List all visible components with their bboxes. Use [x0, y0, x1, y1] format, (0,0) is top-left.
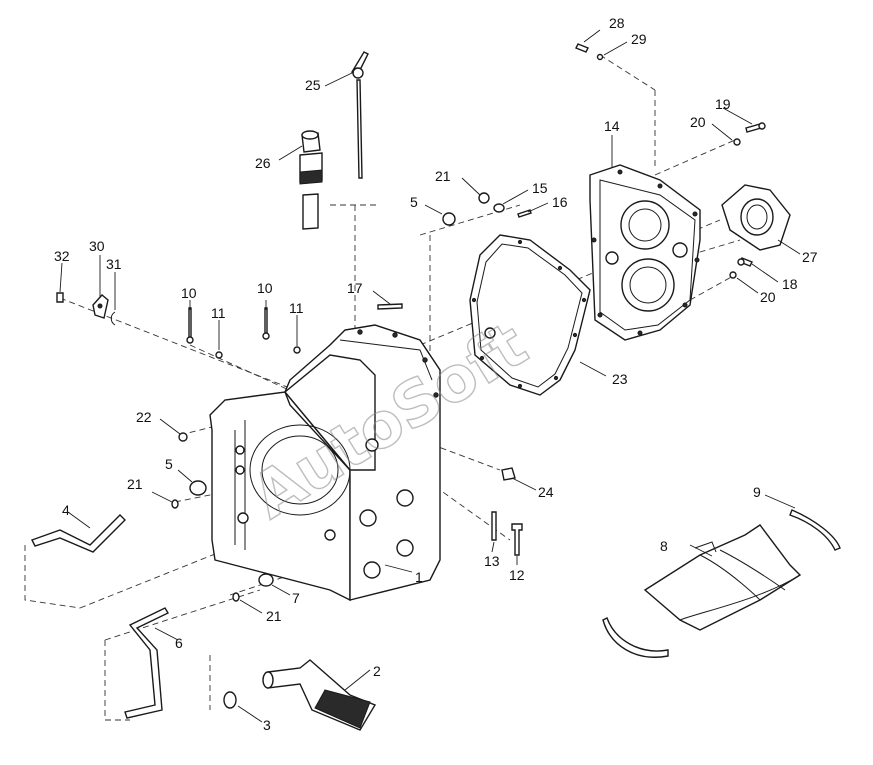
part-26-filler-tube: [299, 130, 323, 230]
callout-1: 1: [415, 569, 423, 585]
callout-21b: 21: [435, 168, 451, 184]
part-9-half-rings: [602, 509, 841, 658]
callout-11b: 11: [289, 300, 304, 316]
callout-28: 28: [609, 15, 625, 31]
callout-labels: 1 2 3 4 5 5 6 7 8 9 10 10 11 11 12 13 14…: [54, 15, 818, 733]
callout-22: 22: [136, 409, 152, 425]
callout-2: 2: [373, 663, 381, 679]
part-21-ring-bottom: [232, 592, 240, 602]
part-14-end-cover: [589, 164, 701, 341]
leader-lines: [59, 29, 801, 723]
callout-17: 17: [347, 280, 363, 296]
callout-19: 19: [715, 96, 731, 112]
part-13-pin: [491, 511, 497, 541]
part-22-plug: [178, 432, 188, 442]
part-16-pin: [517, 209, 532, 218]
part-19-screw: [745, 122, 766, 133]
callout-5b: 5: [410, 194, 418, 210]
callout-10a: 10: [181, 285, 197, 301]
part-7-plug: [258, 573, 274, 587]
callout-32: 32: [54, 248, 70, 264]
part-11-ring-a: [215, 351, 223, 359]
callout-29: 29: [631, 31, 647, 47]
callout-31: 31: [106, 256, 122, 272]
callout-23: 23: [612, 371, 628, 387]
callout-6: 6: [175, 635, 183, 651]
callout-7: 7: [292, 590, 300, 606]
part-3-ring: [223, 691, 237, 709]
callout-21c: 21: [266, 608, 282, 624]
part-5-plug-left: [189, 480, 207, 496]
callout-9: 9: [753, 484, 761, 500]
callout-24: 24: [538, 484, 554, 500]
callout-25: 25: [305, 77, 321, 93]
callout-30: 30: [89, 238, 105, 254]
part-20-washer-bottom: [729, 271, 737, 279]
callout-14: 14: [604, 118, 620, 134]
callout-4: 4: [62, 502, 70, 518]
part-31-clip: [110, 311, 116, 326]
part-5-plug-top: [442, 212, 456, 226]
part-21-ring-left: [171, 499, 179, 509]
part-6-bent-tube: [124, 607, 169, 719]
part-24-bolt: [501, 467, 516, 481]
part-2-elbow-tube: [262, 659, 377, 731]
callout-3: 3: [263, 717, 271, 733]
callout-26: 26: [255, 155, 271, 171]
part-30-bracket: [92, 294, 109, 319]
part-8-cover: [643, 524, 802, 631]
part-15-plug: [493, 203, 505, 213]
part-18-screw: [737, 257, 753, 267]
callout-20a: 20: [690, 114, 706, 130]
callout-20b: 20: [760, 289, 776, 305]
part-17-pin: [377, 303, 403, 310]
callout-10b: 10: [257, 280, 273, 296]
part-23-gasket: [469, 234, 591, 396]
part-25-dipstick: [350, 51, 369, 179]
callout-27: 27: [802, 249, 818, 265]
callout-8: 8: [660, 538, 668, 554]
callout-16: 16: [552, 194, 568, 210]
part-27-bearing-cap: [721, 184, 791, 251]
callout-12: 12: [509, 567, 525, 583]
part-1-main-housing: [209, 324, 441, 602]
callout-5a: 5: [165, 456, 173, 472]
part-11-ring-b: [293, 346, 301, 354]
part-12-screw: [511, 523, 523, 556]
part-10-screw-b: [262, 307, 270, 340]
callout-18: 18: [782, 276, 798, 292]
callout-11a: 11: [211, 305, 226, 321]
callout-21a: 21: [127, 476, 143, 492]
callout-15: 15: [532, 180, 548, 196]
part-20-washer-top: [733, 138, 741, 146]
callout-13: 13: [484, 553, 500, 569]
part-28-screw: [575, 43, 589, 53]
part-21-ring-top: [478, 192, 490, 204]
part-29-washer: [596, 53, 604, 61]
part-10-screw-a: [186, 307, 194, 344]
part-32-screw: [56, 292, 64, 303]
part-4-bent-tube: [31, 514, 126, 553]
